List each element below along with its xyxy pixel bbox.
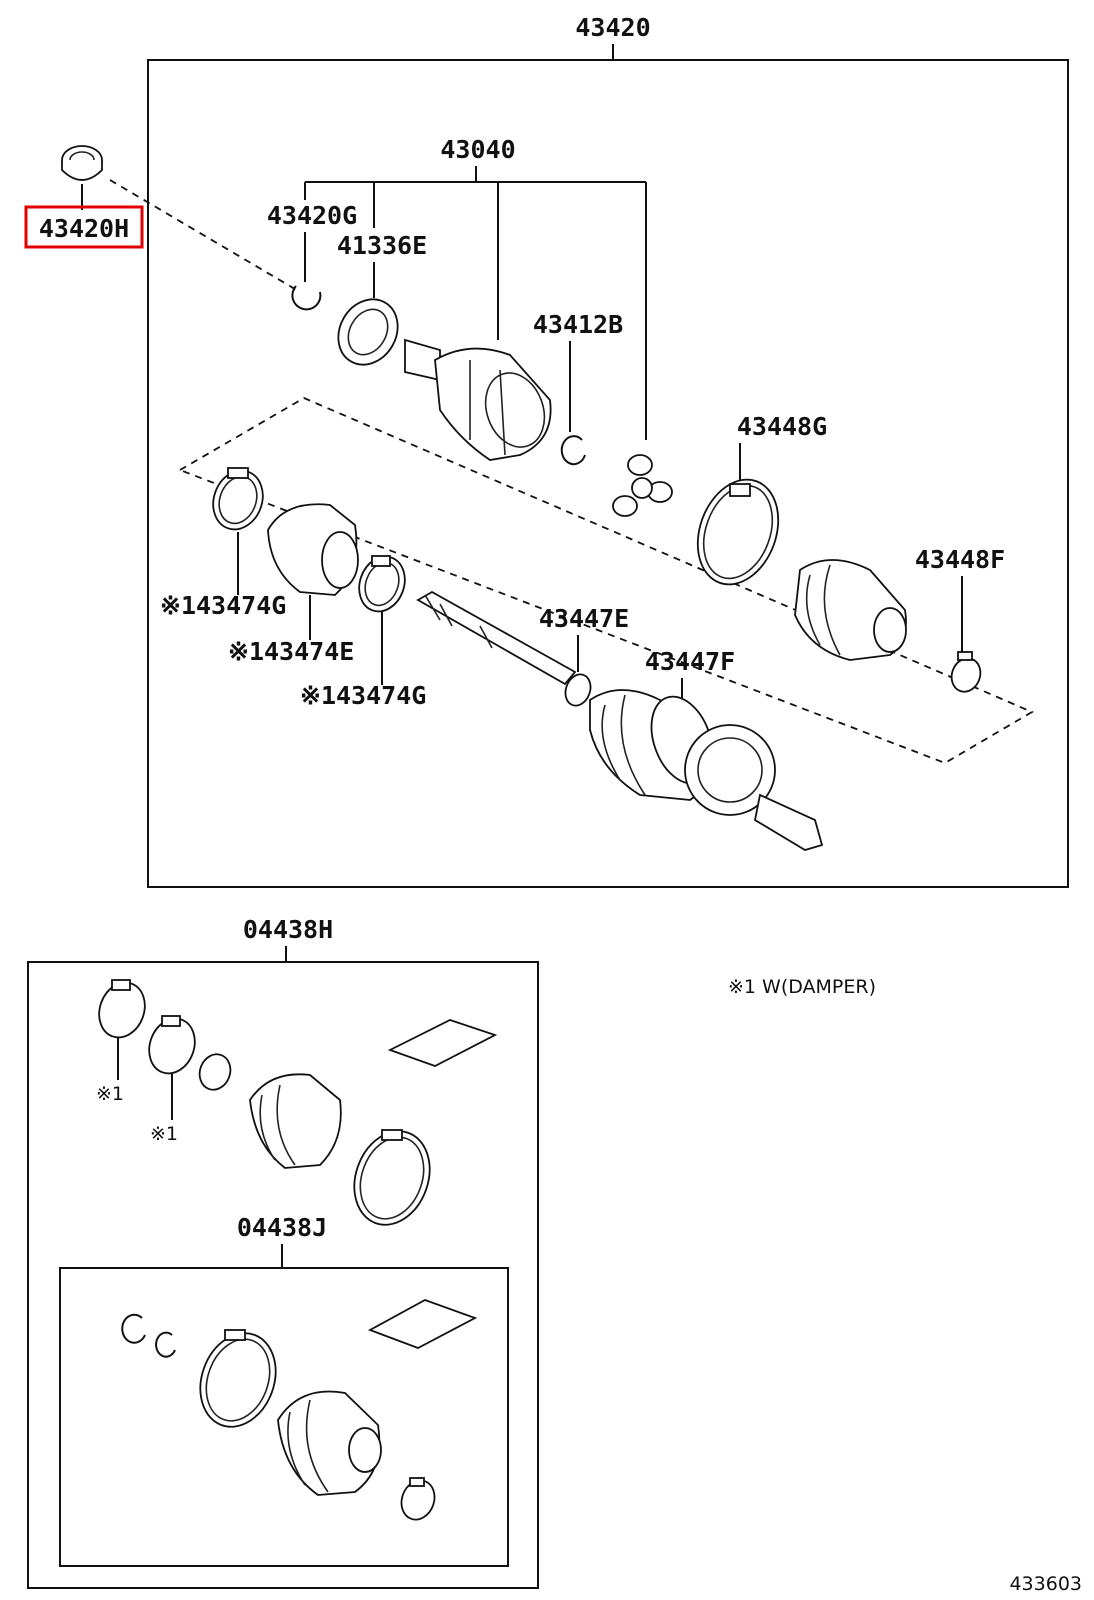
main-assembly-label[interactable]: 43420	[575, 13, 650, 42]
kit-clamp-large[interactable]	[342, 1121, 442, 1236]
label-43474E[interactable]: ※143474E	[228, 637, 354, 666]
kit-clamp-2[interactable]	[142, 1012, 202, 1080]
cv-joint-icon[interactable]	[404, 338, 554, 461]
snap-ring-icon[interactable]	[291, 285, 322, 311]
damper-footnote: ※1 W(DAMPER)	[728, 976, 876, 998]
part-43420H[interactable]	[61, 145, 103, 181]
clamp-43448F[interactable]	[947, 651, 985, 696]
tripod-joint[interactable]	[612, 454, 673, 517]
kit-boot-2[interactable]	[277, 1390, 382, 1496]
kit-04438J-frame	[59, 1267, 509, 1567]
highlighted-part-label[interactable]: 43420H	[39, 214, 129, 243]
label-43474G-a[interactable]: ※143474G	[160, 591, 286, 620]
kit-04438H-frame	[27, 961, 539, 1589]
kit-boot-1[interactable]	[249, 1073, 342, 1169]
clamp-icon[interactable]	[684, 468, 792, 595]
kit-snap-ring-2[interactable]	[155, 1331, 176, 1358]
label-43420G[interactable]: 43420G	[267, 201, 357, 230]
label-43448G[interactable]: 43448G	[737, 412, 827, 441]
label-04438H[interactable]: 04438H	[243, 915, 333, 944]
snap-ring-43412B[interactable]	[560, 435, 586, 466]
label-04438J[interactable]: 04438J	[237, 1213, 327, 1242]
subassembly-dashed-outline	[177, 396, 1034, 764]
damper-43474E[interactable]	[267, 503, 359, 596]
label-43447F[interactable]: 43447F	[645, 647, 735, 676]
label-43448F[interactable]: 43448F	[915, 545, 1005, 574]
label-43412B[interactable]: 43412B	[533, 310, 623, 339]
kit-clamp-large-2[interactable]	[188, 1323, 288, 1438]
boot-icon[interactable]	[794, 559, 907, 661]
outboard-cv-joint[interactable]	[589, 688, 824, 851]
kit-clamp-1[interactable]	[92, 976, 152, 1044]
clamp-43474G-left[interactable]	[205, 464, 271, 537]
label-43040[interactable]: 43040	[440, 135, 515, 164]
clamp-43474G-right[interactable]	[352, 550, 412, 618]
kit-clamp-small[interactable]	[396, 1476, 440, 1525]
damper-mark-2: ※1	[150, 1123, 178, 1145]
label-41336E[interactable]: 41336E	[337, 231, 427, 260]
highlight-box	[24, 205, 144, 249]
drive-shaft[interactable]	[416, 590, 577, 686]
clamp-43447E[interactable]	[561, 671, 594, 709]
label-43474G-b[interactable]: ※143474G	[300, 681, 426, 710]
seal-41336E[interactable]	[327, 289, 409, 376]
kit-clamp-3[interactable]	[195, 1050, 236, 1094]
label-43447E[interactable]: 43447E	[539, 604, 629, 633]
main-assembly-frame	[147, 59, 1069, 888]
kit-snap-ring-1[interactable]	[121, 1313, 146, 1344]
damper-mark-1: ※1	[96, 1083, 124, 1105]
kit-grease-pack-2[interactable]	[367, 1299, 478, 1349]
grease-pack-icon[interactable]	[387, 1019, 498, 1067]
figure-id: 433603	[1009, 1573, 1082, 1595]
